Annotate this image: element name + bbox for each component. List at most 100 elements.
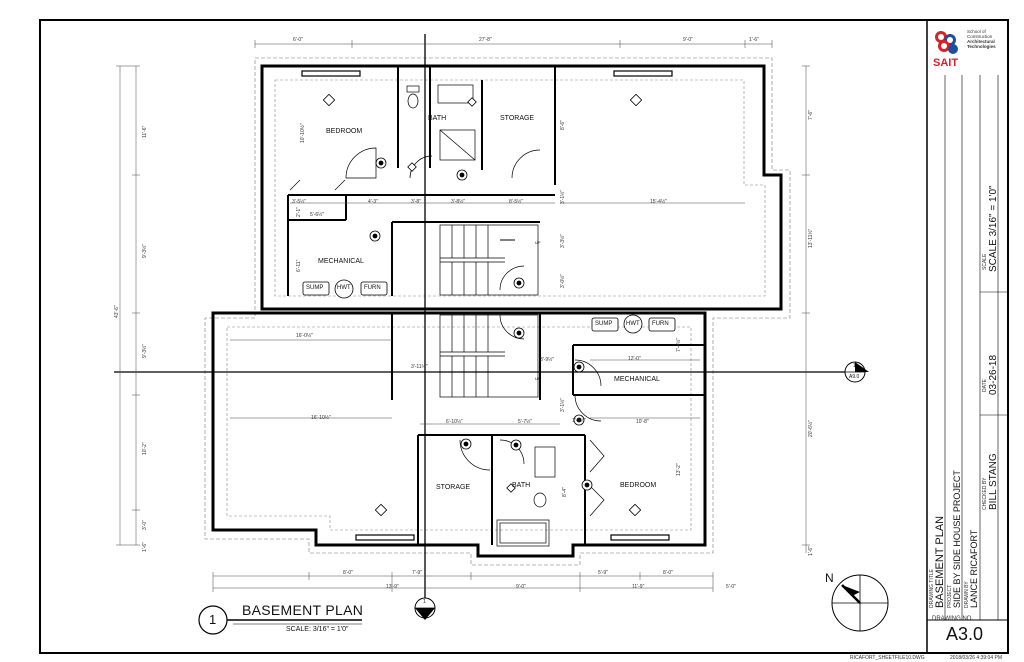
hwt-circle (334, 279, 354, 299)
dim-stair-b-1: 3'-9½" (540, 357, 555, 363)
plan-title: BASEMENT PLAN (242, 602, 364, 618)
dim-left-0: 11'-6" (142, 125, 148, 138)
equipment-upper (302, 279, 388, 299)
room-storage-top: STORAGE (500, 115, 535, 122)
dim-int-wall-0: 3'-5½" (292, 199, 307, 205)
sump-box (302, 281, 330, 296)
dim-top-2: 9'-0" (683, 37, 693, 43)
project-value: SIDE BY SIDE HOUSE PROJECT (952, 470, 962, 608)
dim-stair-b-3: 1'-9½" (572, 418, 587, 424)
door-swings (289, 147, 605, 517)
dim-mech-bottom-0: 12'-0" (628, 356, 641, 362)
dim-int-wall-2: 2'-1" (296, 207, 302, 217)
dim-lower-mid: 16'-10½" (311, 415, 331, 421)
dim-right-0: 7'-6" (808, 110, 814, 120)
dim-stair-a-1: 3'-3½" (560, 233, 566, 248)
room-mechanical-bottom: MECHANICAL (614, 376, 660, 383)
dim-int-wall-1: 5'-6½" (310, 212, 325, 218)
dim-left-2: 9'-3½" (142, 343, 148, 358)
windows (301, 70, 673, 541)
dim-left-4: 3'-0" (142, 520, 148, 530)
room-mechanical-top: MECHANICAL (318, 258, 364, 265)
dim-bottom-outer-1: 9'-0" (516, 584, 526, 590)
checked-value: BILL STANG (988, 453, 999, 510)
hwt-label-top: HWT (337, 285, 351, 291)
north-label: N (825, 571, 834, 585)
ceiling-fixtures (322, 93, 643, 517)
dim-int-top-2: 3'-8½" (451, 199, 466, 205)
dim-int-wall-3: 6'-11" (296, 259, 302, 272)
dim-top-0: 6'-0" (293, 37, 303, 43)
dim-right-1: 13'-11½" (808, 228, 814, 248)
dim-stair-b-2: 3'-1½" (560, 397, 566, 412)
room-bedroom-bottom: BEDROOM (620, 482, 657, 489)
dim-bottom-inner-0: 8'-0" (343, 570, 353, 576)
section-marker-right-num: 1 (853, 363, 856, 369)
dim-bath-bottom-h: 8'-4" (562, 487, 568, 497)
drawn-value: LANCE RICAFORT (969, 529, 979, 608)
drawing-no-caption: DRAWING NO. (932, 616, 974, 622)
dim-bottom-outer-0: 13'-9" (386, 584, 399, 590)
dim-storage-bottom-0: 6'-10½" (446, 419, 463, 425)
sheet-border (39, 19, 1009, 654)
lower-unit-inner-dash (226, 326, 692, 531)
furn-box (360, 281, 388, 296)
upper-interior-walls (287, 66, 556, 296)
lower-interior-walls (391, 313, 705, 545)
dim-left-overall: 43'-6" (114, 305, 120, 318)
lower-stair (439, 314, 539, 398)
scale-value: SCALE 3/16" = 1'0" (988, 185, 999, 272)
plan-title-symbol (198, 605, 362, 635)
dim-bottom-inner-1: 7'-9" (412, 570, 422, 576)
section-marker-bottom (414, 597, 436, 620)
stair-up-top: UP (535, 240, 541, 245)
furn-label-bottom: FURN (652, 321, 669, 327)
plan-scale: SCALE: 3/16" = 1'0" (286, 626, 349, 633)
drawing-number: A3.0 (946, 624, 984, 644)
dim-int-top-3: 8'-5½" (509, 199, 524, 205)
section-marker-right (844, 361, 869, 383)
dim-storage-top-h: 8'-6" (560, 120, 566, 130)
room-bedroom-top: BEDROOM (326, 128, 363, 135)
sump-label-bottom: SUMP (595, 321, 613, 327)
floor-plan (114, 34, 889, 635)
light-fixture-icon (506, 483, 516, 493)
dim-bedroom-bottom-0: 10'-8" (636, 419, 649, 425)
section-marker-right-ref: A9.0 (849, 374, 860, 380)
drawing-title-value: BASEMENT PLAN (934, 515, 946, 608)
equipment-lower (591, 314, 676, 334)
light-fixture-icon (629, 93, 643, 107)
upper-unit-inner-dash (274, 79, 766, 297)
furn-box (648, 317, 676, 332)
room-bath-bottom: BATH (512, 482, 531, 489)
dim-top-3: 1'-6" (749, 37, 759, 43)
room-storage-bottom: STORAGE (436, 484, 471, 491)
title-block (927, 31, 1008, 621)
footer-timestamp: 2018/03/26 4:39:04 PM (950, 655, 1002, 661)
dim-bedroom-top-h: 10'-10½" (300, 123, 306, 143)
dim-storage-bottom-1: 5'-7½" (518, 419, 533, 425)
dim-bottom-outer-3: 5'-0" (726, 584, 736, 590)
sait-logo (935, 31, 958, 54)
light-fixture-icon (628, 503, 642, 517)
dim-bedroom-bottom-1: 13'-2" (676, 463, 682, 476)
dim-stair-a-2: 3'-0½" (560, 273, 566, 288)
plan-title-number: 1 (209, 612, 217, 627)
section-marker-bottom-ref: A9.0 (419, 609, 430, 615)
hwt-circle (623, 314, 643, 334)
dim-bottom-outer-2: 11'-9" (632, 584, 645, 590)
date-value: 03-26-18 (988, 354, 999, 395)
dim-int-top-1: 3'-8" (411, 199, 421, 205)
light-fixture-icon (374, 503, 388, 517)
dim-left-3: 10'-2" (142, 442, 148, 455)
dim-stair-b-0: 3'-11½" (411, 364, 428, 370)
dim-bottom-inner-2: 5'-9" (598, 570, 608, 576)
hwt-label-bottom: HWT (626, 321, 640, 327)
footing-outline (204, 57, 791, 566)
dim-int-top-0: 4'-3" (368, 199, 378, 205)
dim-int-top-4: 15'-4½" (650, 199, 667, 205)
lower-unit-wall (211, 311, 707, 558)
sump-box (591, 317, 619, 332)
logo-wordmark: SAIT (933, 57, 959, 69)
